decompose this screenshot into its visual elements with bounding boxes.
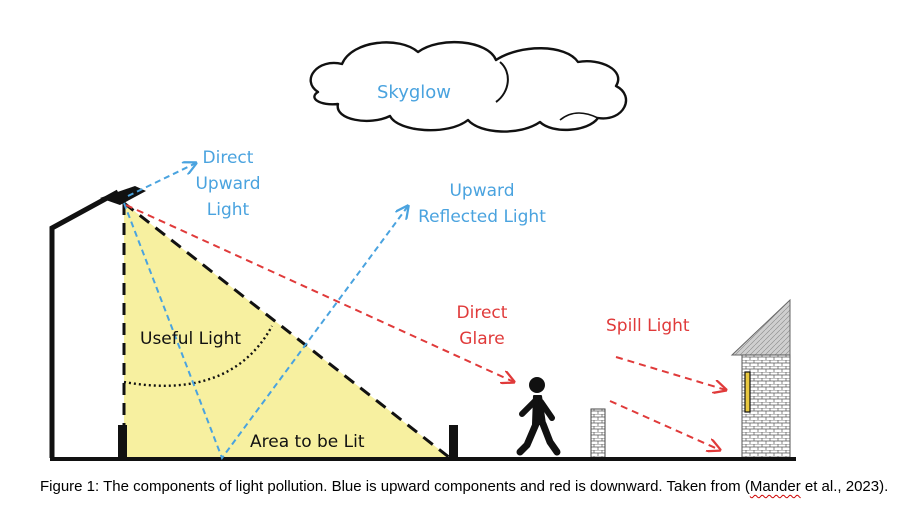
- skyglow-cloud: [311, 42, 626, 131]
- right-house: [732, 300, 790, 458]
- upward-reflected-label-line1: Upward: [449, 181, 514, 201]
- direct-glare-label-line2: Glare: [459, 329, 504, 349]
- direct-upward-label-line2: Upward: [195, 174, 260, 194]
- spill-light-arrow-upper: [616, 357, 726, 390]
- window: [745, 372, 750, 412]
- spill-light-label: Spill Light: [606, 316, 690, 336]
- right-post: [449, 425, 458, 458]
- useful-light-label: Useful Light: [140, 329, 241, 349]
- area-to-be-lit-label: Area to be Lit: [250, 432, 365, 452]
- caption-prefix: Figure 1: The components of light pollut…: [40, 478, 750, 495]
- spill-light-arrow-lower: [610, 401, 720, 450]
- left-post: [118, 425, 127, 458]
- direct-glare-label-line1: Direct: [457, 303, 508, 323]
- skyglow-label: Skyglow: [377, 82, 451, 103]
- direct-upward-label-line1: Direct: [203, 148, 254, 168]
- caption-suffix: et al., 2023).: [801, 478, 889, 495]
- brick-wall: [591, 409, 605, 458]
- direct-upward-label-line3: Light: [207, 200, 250, 220]
- figure-caption: Figure 1: The components of light pollut…: [40, 476, 900, 497]
- caption-author: Mander: [750, 478, 801, 495]
- upward-reflected-label-line2: Reflected Light: [418, 207, 546, 227]
- house-outline: [52, 192, 118, 458]
- direct-upward-arrow: [128, 163, 196, 196]
- person-icon: [520, 377, 557, 452]
